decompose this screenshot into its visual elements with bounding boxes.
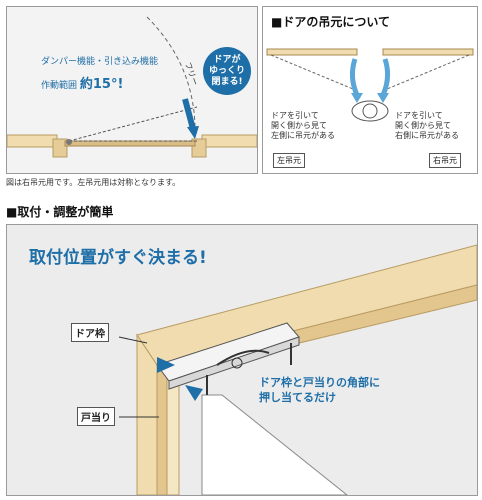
frame-label: ドア枠 bbox=[71, 323, 109, 342]
slow-close-bubble: ドアが ゆっくり 閉まる! bbox=[203, 47, 251, 95]
install-heading: ■取付・調整が簡単 bbox=[6, 205, 114, 219]
range-label: 作動範囲 bbox=[41, 81, 78, 91]
damper-caption: ダンパー機能・引き込み機能 bbox=[41, 57, 159, 67]
bubble-line-1: ドアが bbox=[213, 54, 241, 65]
left-desc-line-3: 左側に吊元がある bbox=[271, 131, 335, 140]
bubble-line-2: ゆっくり bbox=[208, 65, 245, 76]
install-callout: ドア枠と戸当りの角部に 押し当てるだけ bbox=[259, 375, 380, 405]
bubble-line-3: 閉まる! bbox=[211, 76, 243, 87]
right-desc-line-3: 右側に吊元がある bbox=[395, 131, 459, 140]
right-hinge-tag: 右吊元 bbox=[429, 153, 461, 168]
damper-illustration-panel: ダンパー機能・引き込み機能 作動範囲 約15°! フリー ドアが ゆっくり 閉ま… bbox=[6, 6, 258, 174]
range-text: 作動範囲 約15°! bbox=[41, 73, 123, 92]
frame-installation-diagram bbox=[118, 244, 477, 495]
right-hinge-description: ドアを引いて 開く側から見て 右側に吊元がある bbox=[395, 111, 459, 141]
left-hinge-tag: 左吊元 bbox=[273, 153, 305, 168]
left-hinge-description: ドアを引いて 開く側から見て 左側に吊元がある bbox=[271, 111, 335, 141]
hinge-side-title: ■ドアの吊元について bbox=[271, 15, 390, 29]
left-desc-line-1: ドアを引いて bbox=[271, 111, 319, 120]
door-swing-diagram bbox=[7, 16, 257, 158]
install-illustration-panel: 取付位置がすぐ決まる! ドア枠 戸当り ドア枠と戸当りの角部に 押し当てるだけ bbox=[6, 224, 478, 496]
right-desc-line-1: ドアを引いて bbox=[395, 111, 443, 120]
callout-line-1: ドア枠と戸当りの角部に bbox=[259, 376, 380, 389]
install-headline: 取付位置がすぐ決まる! bbox=[29, 248, 207, 268]
range-value: 約15°! bbox=[79, 77, 124, 92]
left-desc-line-2: 開く側から見て bbox=[271, 121, 327, 130]
callout-line-2: 押し当てるだけ bbox=[259, 391, 336, 404]
hinge-side-panel: ■ドアの吊元について ドアを引いて 開く側から見て 左側に吊元がある ドアを引い… bbox=[262, 6, 478, 174]
right-desc-line-2: 開く側から見て bbox=[395, 121, 451, 130]
hinge-side-diagram bbox=[266, 48, 474, 122]
symmetry-note: 図は右吊元用です。左吊元用は対称となります。 bbox=[6, 178, 181, 187]
door-stop-label: 戸当り bbox=[77, 407, 115, 426]
